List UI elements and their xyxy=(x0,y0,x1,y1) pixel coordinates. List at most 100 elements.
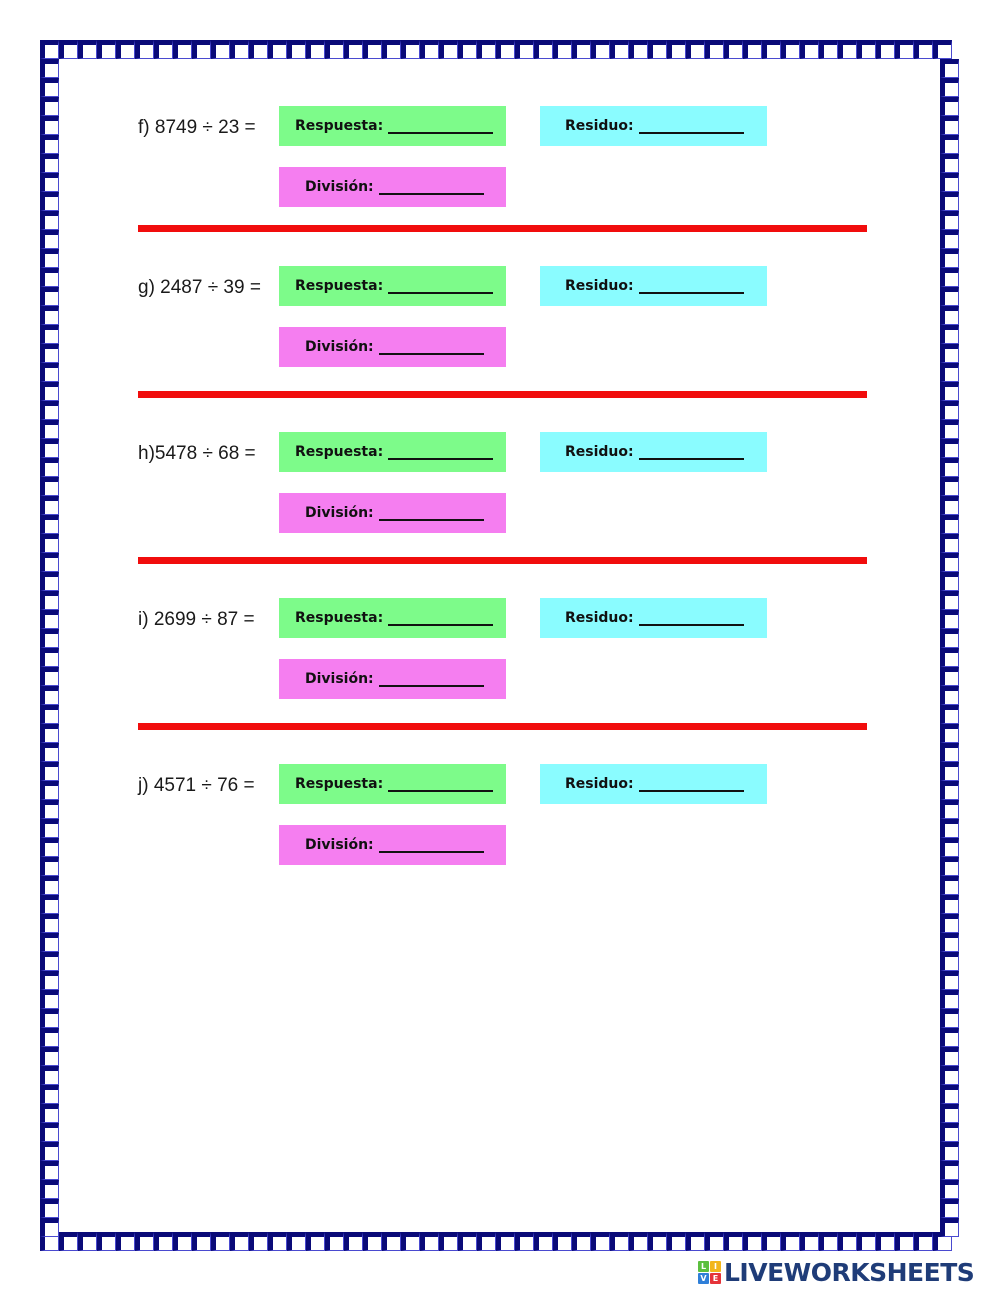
division-label: División: xyxy=(305,837,374,853)
border-square xyxy=(40,325,59,344)
border-square xyxy=(306,40,325,59)
answer-blank[interactable] xyxy=(638,444,744,460)
separator-line xyxy=(138,557,867,564)
border-square xyxy=(40,933,59,952)
respuesta-field[interactable]: Respuesta: xyxy=(279,432,506,472)
border-square xyxy=(648,40,667,59)
logo-text: LIVEWORKSHEETS xyxy=(724,1258,975,1287)
respuesta-field[interactable]: Respuesta: xyxy=(279,106,506,146)
border-square xyxy=(40,268,59,287)
border-square xyxy=(382,1232,401,1251)
border-square xyxy=(667,1232,686,1251)
border-square xyxy=(40,762,59,781)
border-square xyxy=(40,420,59,439)
respuesta-field[interactable]: Respuesta: xyxy=(279,598,506,638)
border-square xyxy=(40,344,59,363)
border-square xyxy=(743,1232,762,1251)
border-square xyxy=(40,1028,59,1047)
border-square xyxy=(553,1232,572,1251)
border-square xyxy=(940,230,959,249)
border-square xyxy=(97,1232,116,1251)
border-square xyxy=(40,135,59,154)
residuo-field[interactable]: Residuo: xyxy=(540,598,767,638)
logo-letter: V xyxy=(698,1273,709,1284)
liveworksheets-logo[interactable]: L I V E LIVEWORKSHEETS xyxy=(698,1258,975,1287)
residuo-field[interactable]: Residuo: xyxy=(540,764,767,804)
answer-blank[interactable] xyxy=(388,278,494,294)
border-square xyxy=(940,154,959,173)
border-square xyxy=(420,1232,439,1251)
border-square xyxy=(940,572,959,591)
border-square xyxy=(940,116,959,135)
border-square xyxy=(629,40,648,59)
answer-blank[interactable] xyxy=(388,610,494,626)
division-field[interactable]: División: xyxy=(279,327,506,367)
answer-blank[interactable] xyxy=(378,837,484,853)
residuo-field[interactable]: Residuo: xyxy=(540,106,767,146)
border-square xyxy=(534,40,553,59)
border-square xyxy=(59,40,78,59)
answer-blank[interactable] xyxy=(378,671,484,687)
border-square xyxy=(40,1199,59,1218)
border-square xyxy=(40,591,59,610)
answer-blank[interactable] xyxy=(638,610,744,626)
border-square xyxy=(762,40,781,59)
answer-blank[interactable] xyxy=(378,339,484,355)
answer-blank[interactable] xyxy=(388,776,494,792)
border-square xyxy=(940,800,959,819)
border-square xyxy=(40,116,59,135)
border-square xyxy=(940,971,959,990)
border-square xyxy=(40,971,59,990)
border-square xyxy=(940,1142,959,1161)
border-square xyxy=(940,591,959,610)
border-square xyxy=(40,534,59,553)
border-square xyxy=(40,211,59,230)
border-square xyxy=(173,1232,192,1251)
answer-blank[interactable] xyxy=(388,118,494,134)
respuesta-label: Respuesta: xyxy=(295,444,384,460)
border-square xyxy=(40,515,59,534)
border-square xyxy=(940,1123,959,1142)
answer-blank[interactable] xyxy=(378,179,484,195)
border-square xyxy=(306,1232,325,1251)
border-square xyxy=(940,743,959,762)
answer-blank[interactable] xyxy=(638,278,744,294)
border-square xyxy=(743,40,762,59)
border-square xyxy=(940,173,959,192)
border-square xyxy=(940,1218,959,1237)
border-square xyxy=(940,1028,959,1047)
answer-blank[interactable] xyxy=(638,776,744,792)
border-square xyxy=(940,895,959,914)
division-field[interactable]: División: xyxy=(279,659,506,699)
border-square xyxy=(40,629,59,648)
border-square xyxy=(78,1232,97,1251)
border-square xyxy=(40,496,59,515)
division-field[interactable]: División: xyxy=(279,167,506,207)
division-field[interactable]: División: xyxy=(279,825,506,865)
border-square xyxy=(135,40,154,59)
residuo-field[interactable]: Residuo: xyxy=(540,266,767,306)
division-field[interactable]: División: xyxy=(279,493,506,533)
border-square xyxy=(940,933,959,952)
border-square xyxy=(344,1232,363,1251)
border-square xyxy=(154,40,173,59)
respuesta-field[interactable]: Respuesta: xyxy=(279,764,506,804)
border-square xyxy=(940,382,959,401)
border-square xyxy=(420,40,439,59)
answer-blank[interactable] xyxy=(388,444,494,460)
border-square xyxy=(940,325,959,344)
residuo-field[interactable]: Residuo: xyxy=(540,432,767,472)
respuesta-field[interactable]: Respuesta: xyxy=(279,266,506,306)
border-square xyxy=(249,1232,268,1251)
border-square xyxy=(610,1232,629,1251)
border-square xyxy=(116,40,135,59)
separator-line xyxy=(138,391,867,398)
border-square xyxy=(940,610,959,629)
border-square xyxy=(325,1232,344,1251)
border-square xyxy=(173,40,192,59)
border-square xyxy=(940,952,959,971)
border-square xyxy=(40,1180,59,1199)
answer-blank[interactable] xyxy=(638,118,744,134)
answer-blank[interactable] xyxy=(378,505,484,521)
residuo-label: Residuo: xyxy=(565,278,634,294)
